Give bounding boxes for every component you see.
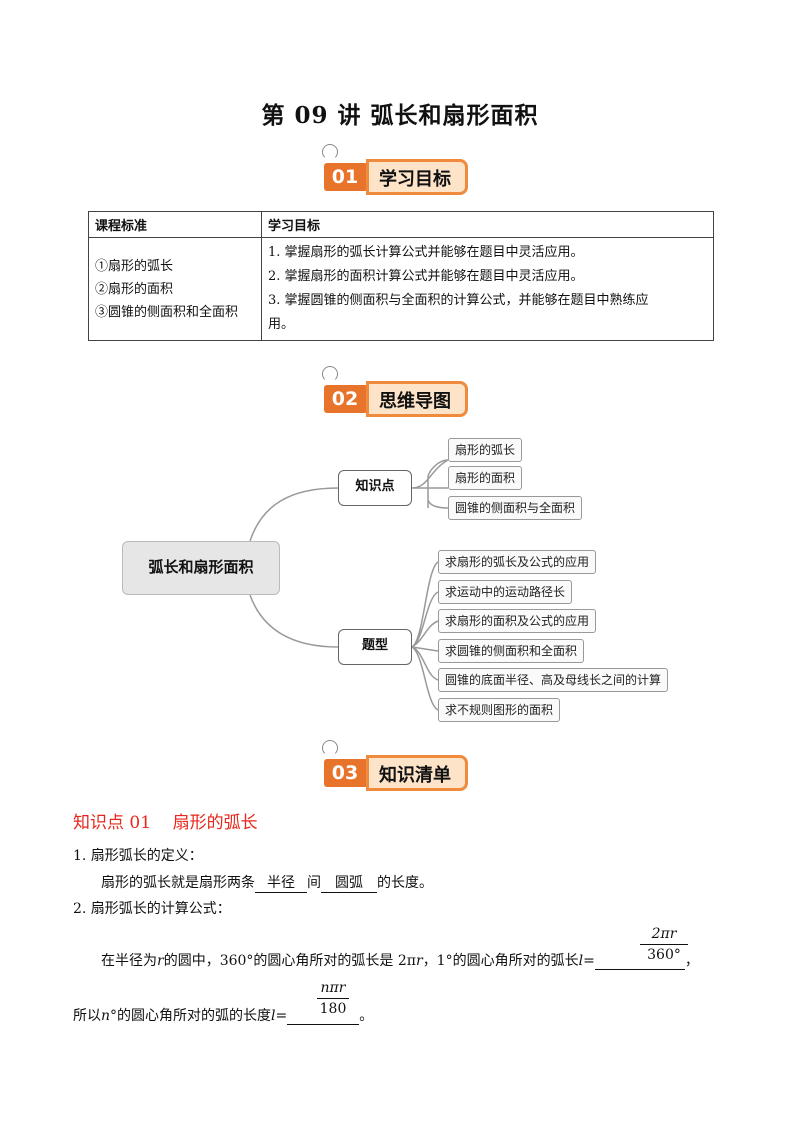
var-n: n <box>101 1008 111 1024</box>
text: 所以 <box>73 1008 101 1024</box>
knowledge-point-heading: 知识点 01 扇形的弧长 <box>73 813 258 833</box>
mindmap-leaf: 圆锥的侧面积与全面积 <box>448 496 583 520</box>
mindmap-leaf: 求运动中的运动路径长 <box>438 580 573 604</box>
table-header-standard: 课程标准 <box>88 211 262 238</box>
section-number: 03 <box>324 759 366 787</box>
blank-answer <box>287 1008 360 1025</box>
mindmap-root: 弧长和扇形面积 <box>122 541 280 595</box>
formula-line-2: 所以n°的圆心角所对的弧的长度l= 。 <box>73 1005 373 1025</box>
standards-cell: ①扇形的弧长 ②扇形的面积 ③圆锥的侧面积和全面积 <box>88 237 262 341</box>
text: 的圆中，360°的圆心角所对的弧长是 2π <box>163 953 416 969</box>
fraction-numerator: nπr <box>320 980 346 996</box>
learning-goals-table: 课程标准 学习目标 ①扇形的弧长 ②扇形的面积 ③圆锥的侧面积和全面积 1. 掌… <box>88 211 714 341</box>
item2-title: 2. 扇形弧长的计算公式： <box>73 901 231 917</box>
goals-cell: 1. 掌握扇形的弧长计算公式并能够在题目中灵活应用。 2. 掌握扇形的面积计算公… <box>261 237 714 341</box>
goal-item: 1. 掌握扇形的弧长计算公式并能够在题目中灵活应用。 <box>268 245 584 260</box>
text: °的圆心角所对的弧的长度 <box>110 1008 272 1024</box>
page-title: 第 09 讲 弧长和扇形面积 <box>261 102 539 129</box>
text: 间 <box>307 875 321 891</box>
section-number: 02 <box>324 385 366 413</box>
item1-title: 1. 扇形弧长的定义： <box>73 848 203 864</box>
fraction-numerator: 2πr <box>651 926 677 942</box>
blank-answer: 圆弧 <box>321 872 377 893</box>
mindmap-leaf: 求圆锥的侧面积和全面积 <box>438 639 585 663</box>
mindmap-leaf: 求扇形的面积及公式的应用 <box>438 609 597 633</box>
var-l: l <box>271 1008 276 1024</box>
mindmap-leaf: 圆锥的底面半径、高及母线长之间的计算 <box>438 668 669 692</box>
section-label: 知识清单 <box>366 755 468 791</box>
standard-item: ③圆锥的侧面积和全面积 <box>95 304 239 320</box>
text: 的长度。 <box>377 875 433 891</box>
standard-item: ②扇形的面积 <box>95 281 174 297</box>
standard-item: ①扇形的弧长 <box>95 258 174 274</box>
pin-icon <box>322 366 338 382</box>
mindmap-leaf: 求扇形的弧长及公式的应用 <box>438 550 597 574</box>
var-r: r <box>157 953 164 969</box>
section-label: 学习目标 <box>366 159 468 195</box>
text: 在半径为 <box>101 953 157 969</box>
text: ，1°的圆心角所对的弧长 <box>422 953 579 969</box>
fraction-denominator: 180 <box>319 1001 347 1017</box>
goal-item: 2. 掌握扇形的面积计算公式并能够在题目中灵活应用。 <box>268 269 584 284</box>
var-r: r <box>415 953 423 969</box>
section-label: 思维导图 <box>366 381 468 417</box>
text: ， <box>684 953 699 969</box>
text: 扇形的弧长就是扇形两条 <box>101 875 255 891</box>
mindmap-leaf: 扇形的弧长 <box>448 438 523 462</box>
fraction-arc-length: nπr 180 <box>317 980 349 1017</box>
mindmap-branch-question-types: 题型 <box>338 629 412 665</box>
blank-answer: 半径 <box>255 872 307 893</box>
var-l: l <box>578 953 584 969</box>
fraction-denominator: 360° <box>647 947 681 963</box>
mindmap-leaf: 扇形的面积 <box>448 466 523 490</box>
text: 。 <box>359 1008 374 1024</box>
fraction-arc-per-degree: 2πr 360° <box>640 926 688 963</box>
mindmap-leaf: 求不规则图形的面积 <box>438 698 561 722</box>
pin-icon <box>322 740 338 756</box>
blank-answer <box>594 953 685 970</box>
mindmap-branch-knowledge: 知识点 <box>338 470 412 506</box>
pin-icon <box>322 144 338 160</box>
text: = <box>275 1008 288 1024</box>
goal-item: 3. 掌握圆锥的侧面积与全面积的计算公式，并能够在题目中熟练应 <box>268 293 649 308</box>
goal-item: 用。 <box>268 317 295 332</box>
section-number: 01 <box>324 163 366 191</box>
text: = <box>583 953 595 969</box>
formula-line-1: 在半径为r的圆中，360°的圆心角所对的弧长是 2πr，1°的圆心角所对的弧长l… <box>101 950 699 970</box>
item1-definition: 扇形的弧长就是扇形两条半径间圆弧的长度。 <box>101 872 433 893</box>
